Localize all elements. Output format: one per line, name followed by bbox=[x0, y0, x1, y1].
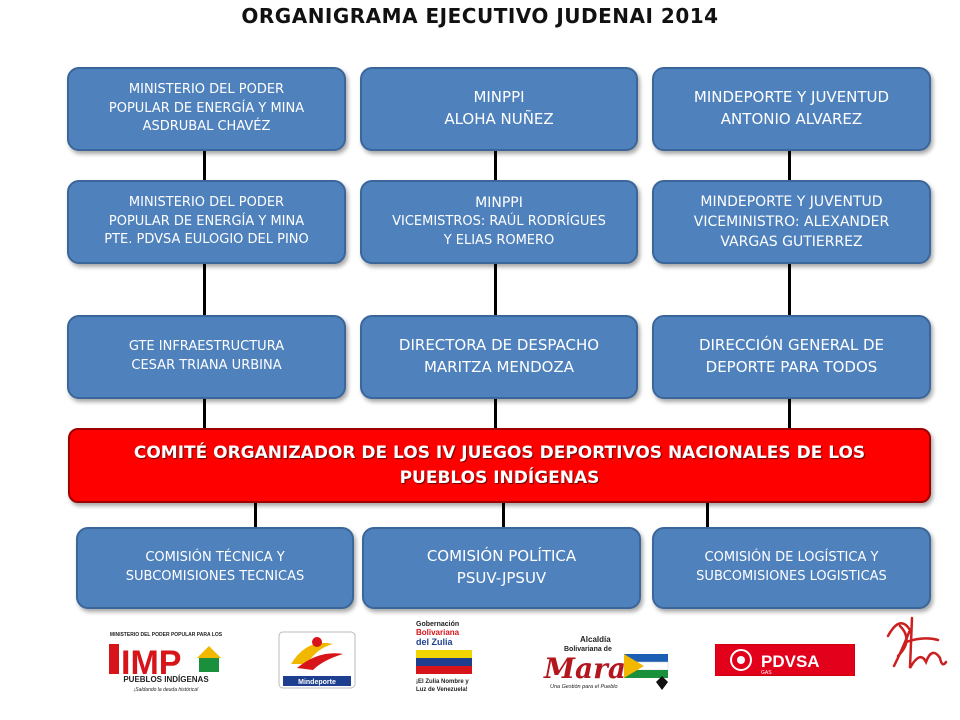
logo-text: GAS bbox=[761, 670, 772, 676]
node-line: COMISIÓN POLÍTICA bbox=[426, 547, 577, 566]
connector-line bbox=[788, 397, 791, 430]
logo-mindeporte: Mindeporte bbox=[278, 631, 356, 689]
connector-line bbox=[254, 502, 257, 527]
connector-line bbox=[788, 150, 791, 182]
logo-text: MINISTERIO DEL PODER POPULAR PARA LOS bbox=[110, 632, 223, 638]
node-line: ALOHA NUÑEZ bbox=[444, 110, 554, 128]
node-energia-pdvsa[interactable]: MINISTERIO DEL PODER POPULAR DE ENERGÍA … bbox=[67, 180, 346, 264]
logo-text: Alcaldía bbox=[580, 635, 611, 644]
node-line: ASDRUBAL CHAVÉZ bbox=[142, 119, 271, 135]
node-mindeporte-viceministro[interactable]: MINDEPORTE Y JUVENTUD VICEMINISTRO: ALEX… bbox=[652, 180, 931, 264]
logo-text: ¡Saldando la deuda histórica! bbox=[134, 687, 199, 693]
node-line: COMISIÓN TÉCNICA Y bbox=[145, 550, 285, 566]
node-line: GTE INFRAESTRUCTURA bbox=[128, 339, 285, 355]
connector-line bbox=[494, 397, 497, 430]
logo-text: IMP bbox=[121, 644, 181, 682]
node-line: MINPPI bbox=[475, 195, 523, 211]
node-line: PSUV-JPSUV bbox=[456, 569, 547, 587]
node-line: MINPPI bbox=[473, 88, 525, 107]
logo-text: Bolivariana de bbox=[564, 646, 612, 653]
node-line: MINDEPORTE Y JUVENTUD bbox=[700, 193, 883, 210]
node-line: SUBCOMISIONES LOGISTICAS bbox=[696, 569, 887, 584]
logo-text: Una Gestión para el Pueblo bbox=[550, 684, 618, 690]
node-line: DIRECCIÓN GENERAL DE bbox=[698, 336, 885, 355]
node-line: CESAR TRIANA URBINA bbox=[131, 358, 282, 373]
node-line: MINDEPORTE Y JUVENTUD bbox=[693, 88, 890, 107]
node-line: MINISTERIO DEL PODER bbox=[128, 81, 285, 97]
node-line: VICEMISTROS: RAÚL RODRÍGUES bbox=[392, 214, 606, 230]
logo-text: Mara bbox=[543, 652, 626, 685]
logo-text: Mindeporte bbox=[298, 679, 336, 686]
node-minppi-viceministros[interactable]: MINPPI VICEMISTROS: RAÚL RODRÍGUES Y ELI… bbox=[360, 180, 638, 264]
logo-alcaldia-mara: Alcaldía Bolivariana de Mara Una Gestión… bbox=[543, 635, 669, 690]
logo-text: Gobernación bbox=[416, 621, 459, 628]
page-title: ORGANIGRAMA EJECUTIVO JUDENAI 2014 bbox=[241, 4, 719, 28]
node-line: MINISTERIO DEL PODER bbox=[128, 194, 285, 210]
logo-text: PUEBLOS INDÍGENAS bbox=[123, 675, 209, 684]
committee-line: COMITÉ ORGANIZADOR DE LOS IV JUEGOS DEPO… bbox=[133, 442, 866, 463]
node-comite-organizador[interactable]: COMITÉ ORGANIZADOR DE LOS IV JUEGOS DEPO… bbox=[68, 428, 931, 503]
logo-pdvsa: PDVSA GAS bbox=[715, 644, 855, 676]
connector-line bbox=[788, 263, 791, 317]
logo-text: Bolivariana bbox=[416, 628, 460, 637]
connector-line bbox=[494, 150, 497, 182]
node-comision-logistica[interactable]: COMISIÓN DE LOGÍSTICA Y SUBCOMISIONES LO… bbox=[652, 527, 931, 609]
node-energia-ministro[interactable]: MINISTERIO DEL PODER POPULAR DE ENERGÍA … bbox=[67, 67, 346, 151]
node-directora-despacho[interactable]: DIRECTORA DE DESPACHO MARITZA MENDOZA bbox=[360, 315, 638, 399]
connector-line bbox=[203, 397, 206, 430]
logo-text: del Zulia bbox=[416, 637, 454, 647]
logo-pueblos-indigenas: MINISTERIO DEL PODER POPULAR PARA LOS IM… bbox=[109, 632, 223, 693]
node-line: VARGAS GUTIERREZ bbox=[720, 234, 863, 251]
node-line: PTE. PDVSA EULOGIO DEL PINO bbox=[104, 232, 309, 248]
node-line: DIRECTORA DE DESPACHO bbox=[398, 336, 600, 355]
node-line: SUBCOMISIONES TECNICAS bbox=[125, 569, 305, 584]
node-direccion-deporte[interactable]: DIRECCIÓN GENERAL DE DEPORTE PARA TODOS bbox=[652, 315, 931, 399]
node-line: MARITZA MENDOZA bbox=[423, 358, 575, 376]
connector-line bbox=[203, 150, 206, 182]
connector-line bbox=[494, 263, 497, 317]
node-gte-infraestructura[interactable]: GTE INFRAESTRUCTURA CESAR TRIANA URBINA bbox=[67, 315, 346, 399]
node-line: POPULAR DE ENERGÍA Y MINA bbox=[108, 213, 305, 229]
node-mindeporte-ministro[interactable]: MINDEPORTE Y JUVENTUD ANTONIO ALVAREZ bbox=[652, 67, 931, 151]
connector-line bbox=[502, 502, 505, 527]
node-line: COMISIÓN DE LOGÍSTICA Y bbox=[704, 550, 879, 566]
logo-text: ¡El Zulia Nombre y bbox=[416, 679, 469, 685]
logo-text: PDVSA bbox=[761, 652, 820, 671]
node-line: VICEMINISTRO: ALEXANDER bbox=[693, 213, 890, 230]
logo-text: Luz de Venezuela! bbox=[416, 687, 468, 693]
node-comision-tecnica[interactable]: COMISIÓN TÉCNICA Y SUBCOMISIONES TECNICA… bbox=[76, 527, 354, 609]
logo-gobernacion-zulia: Gobernación Bolivariana del Zulia ¡El Zu… bbox=[416, 621, 472, 693]
node-line: ANTONIO ALVAREZ bbox=[720, 110, 863, 128]
node-line: POPULAR DE ENERGÍA Y MINA bbox=[108, 100, 305, 116]
node-minppi-ministra[interactable]: MINPPI ALOHA NUÑEZ bbox=[360, 67, 638, 151]
node-comision-politica[interactable]: COMISIÓN POLÍTICA PSUV-JPSUV bbox=[362, 527, 641, 609]
committee-line: PUEBLOS INDÍGENAS bbox=[399, 467, 600, 488]
signature-mark bbox=[886, 616, 948, 669]
node-line: DEPORTE PARA TODOS bbox=[705, 358, 878, 376]
connector-line bbox=[203, 263, 206, 317]
connector-line bbox=[706, 502, 709, 527]
node-line: Y ELIAS ROMERO bbox=[443, 233, 555, 249]
